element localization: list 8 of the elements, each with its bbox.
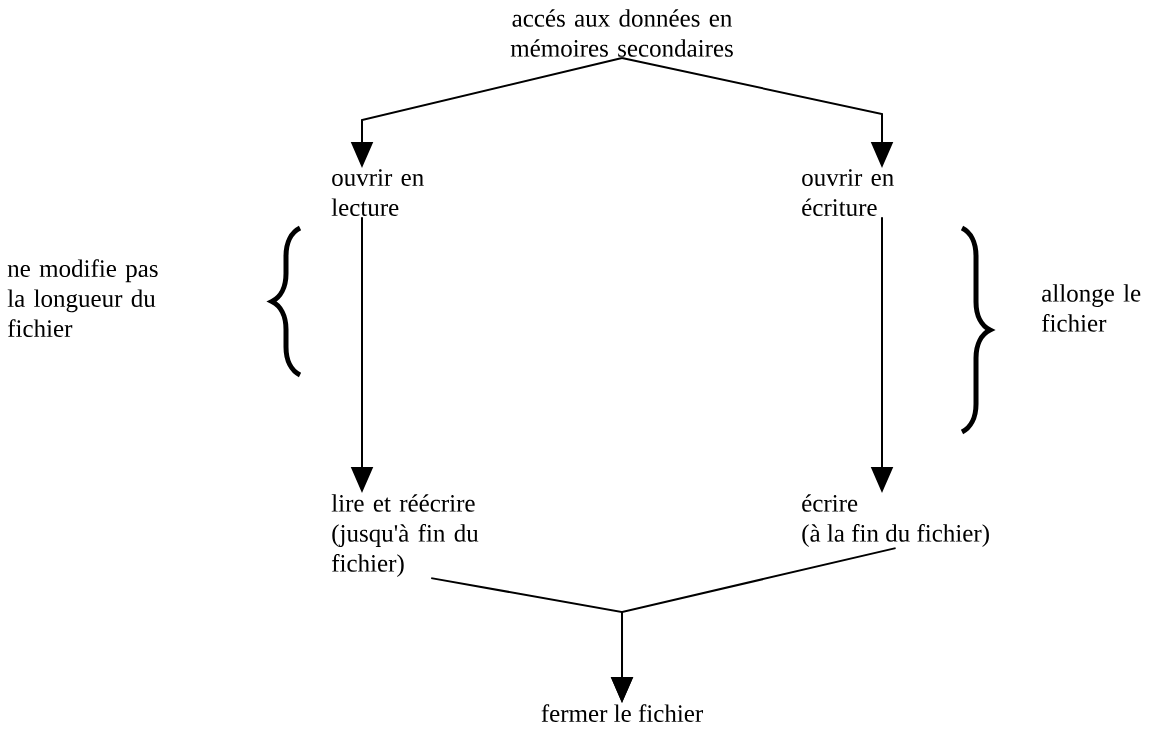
flow-text: écrire (à la fin du fichier) <box>802 494 989 547</box>
flow-text: fermer le fichier <box>541 704 703 723</box>
note-text: ne modifie pas la longueur du fichier <box>7 259 158 338</box>
note-text: allonge le fichier <box>1042 284 1141 332</box>
flow-text: lire et réécrire (jusqu'à fin du fichier) <box>331 494 479 577</box>
flow-text: accés aux données en mémoires secondaires <box>510 9 733 57</box>
flow-text: ouvrir en lecture <box>331 169 424 216</box>
flow-text: ouvrir en écriture <box>802 169 894 216</box>
